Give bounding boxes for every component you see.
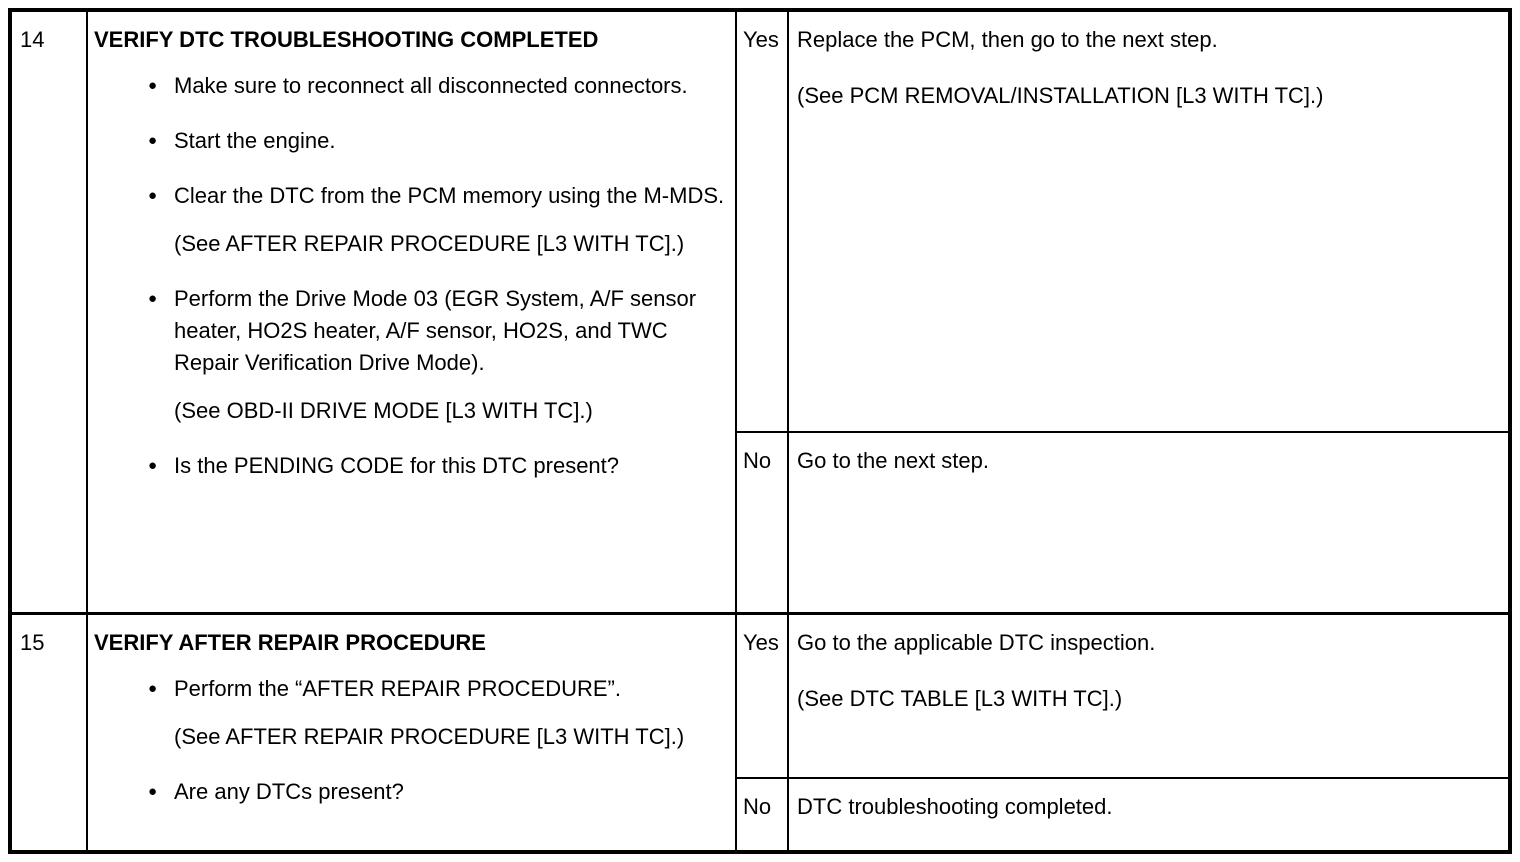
step-number-cell: 15	[12, 615, 88, 850]
no-label: No	[743, 447, 772, 473]
list-item: ● Clear the DTC from the PCM memory usin…	[148, 180, 727, 212]
see-reference-note: (See AFTER REPAIR PROCEDURE [L3 WITH TC]…	[174, 231, 685, 256]
action-cell: VERIFY DTC TROUBLESHOOTING COMPLETED ● M…	[88, 12, 737, 616]
list-item-text: Perform the “AFTER REPAIR PROCEDURE”.	[174, 676, 621, 702]
yes-label: Yes	[743, 27, 779, 52]
list-item-text: Clear the DTC from the PCM memory using …	[174, 183, 725, 208]
list-item: ● Perform the “AFTER REPAIR PROCEDURE”.	[148, 673, 727, 705]
no-result-cell: Go to the next step.	[789, 433, 1508, 616]
see-reference-note: (See OBD-II DRIVE MODE [L3 WITH TC].)	[174, 398, 593, 423]
no-label-cell: No	[737, 432, 789, 616]
bullet-icon: ●	[148, 457, 158, 474]
yes-result-cell: Replace the PCM, then go to the next ste…	[789, 12, 1508, 433]
action-cell: VERIFY AFTER REPAIR PROCEDURE ● Perform …	[88, 615, 737, 850]
list-item-text: Is the PENDING CODE for this DTC present…	[174, 453, 620, 478]
list-item: ● Start the engine.	[148, 125, 727, 157]
table-row: 15 VERIFY AFTER REPAIR PROCEDURE ● Perfo…	[12, 615, 1508, 850]
bullet-icon: ●	[148, 77, 158, 94]
bullet-icon: ●	[148, 187, 158, 204]
table-row: No DTC troubleshooting completed.	[12, 779, 1508, 850]
no-label-cell: No	[737, 779, 789, 850]
list-item: ● Is the PENDING CODE for this DTC prese…	[148, 450, 727, 482]
see-reference-note: (See DTC TABLE [L3 WITH TC].)	[797, 686, 1123, 712]
list-item: ● Perform the Drive Mode 03 (EGR System,…	[148, 283, 727, 379]
bullet-icon: ●	[148, 290, 158, 307]
yes-label: Yes	[743, 630, 779, 656]
table-row: No Go to the next step.	[12, 432, 1508, 616]
list-item-text: Perform the Drive Mode 03 (EGR System, A…	[174, 286, 697, 375]
yes-result-cell: Go to the applicable DTC inspection. (Se…	[789, 615, 1508, 780]
yes-label-cell: Yes	[737, 615, 789, 780]
step-number: 14	[20, 27, 45, 52]
result-text: Go to the applicable DTC inspection.	[797, 630, 1156, 656]
list-item: ● Make sure to reconnect all disconnecte…	[148, 70, 727, 102]
no-label: No	[743, 794, 772, 820]
step-number: 15	[20, 630, 45, 656]
no-result-cell: DTC troubleshooting completed.	[789, 779, 1508, 850]
list-item-text: Make sure to reconnect all disconnected …	[174, 73, 688, 98]
yes-label-cell: Yes	[737, 12, 789, 433]
step-number-cell: 14	[12, 12, 88, 616]
list-item-text: Are any DTCs present?	[174, 779, 404, 805]
step-title: VERIFY AFTER REPAIR PROCEDURE	[94, 630, 486, 656]
table-row: 14 VERIFY DTC TROUBLESHOOTING COMPLETED …	[12, 12, 1508, 616]
see-reference-note: (See PCM REMOVAL/INSTALLATION [L3 WITH T…	[797, 83, 1324, 108]
bullet-icon: ●	[148, 783, 158, 801]
result-text: Replace the PCM, then go to the next ste…	[797, 27, 1218, 52]
list-item: ● Are any DTCs present?	[148, 776, 727, 808]
result-text: Go to the next step.	[797, 447, 990, 473]
bullet-icon: ●	[148, 680, 158, 698]
troubleshooting-table: 14 VERIFY DTC TROUBLESHOOTING COMPLETED …	[8, 8, 1512, 854]
step-title: VERIFY DTC TROUBLESHOOTING COMPLETED	[94, 27, 599, 52]
see-reference-note: (See AFTER REPAIR PROCEDURE [L3 WITH TC]…	[174, 724, 685, 750]
list-item-text: Start the engine.	[174, 128, 336, 153]
bullet-icon: ●	[148, 132, 158, 149]
result-text: DTC troubleshooting completed.	[797, 794, 1113, 820]
